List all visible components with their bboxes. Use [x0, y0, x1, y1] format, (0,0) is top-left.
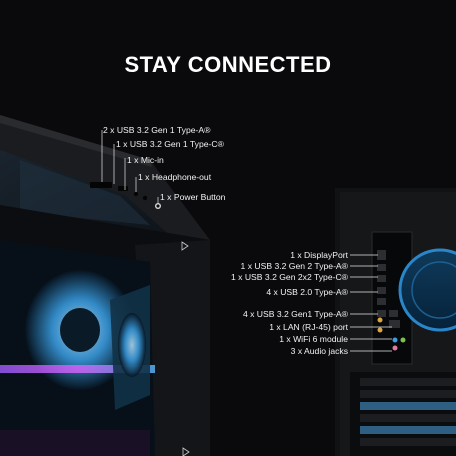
- page-title: STAY CONNECTED: [124, 52, 332, 77]
- rear-port-label: 1 x DisplayPort: [290, 250, 348, 260]
- rear-port-label: 3 x Audio jacks: [290, 346, 348, 356]
- rear-leader-lines: [350, 254, 392, 352]
- front-port-label: 1 x Mic-in: [127, 155, 164, 165]
- front-port-label: 1 x USB 3.2 Gen 1 Type-C®: [116, 139, 224, 149]
- rear-port-label: 1 x LAN (RJ-45) port: [269, 322, 348, 332]
- front-case: [0, 115, 210, 456]
- rear-port-label: 1 x USB 3.2 Gen 2 Type-A®: [240, 261, 348, 271]
- front-port-label: 2 x USB 3.2 Gen 1 Type-A®: [103, 125, 211, 135]
- rear-port-label: 1 x WiFi 6 module: [279, 334, 348, 344]
- front-port-label: 1 x Headphone-out: [138, 172, 212, 182]
- rear-case: [335, 188, 456, 456]
- rear-port-label: 4 x USB 3.2 Gen1 Type-A®: [242, 309, 348, 319]
- rear-port-label: 4 x USB 2.0 Type-A®: [266, 287, 348, 297]
- front-leader-lines: [101, 130, 159, 203]
- front-port-label: 1 x Power Button: [160, 192, 226, 202]
- rear-port-label: 1 x USB 3.2 Gen 2x2 Type-C®: [231, 272, 348, 282]
